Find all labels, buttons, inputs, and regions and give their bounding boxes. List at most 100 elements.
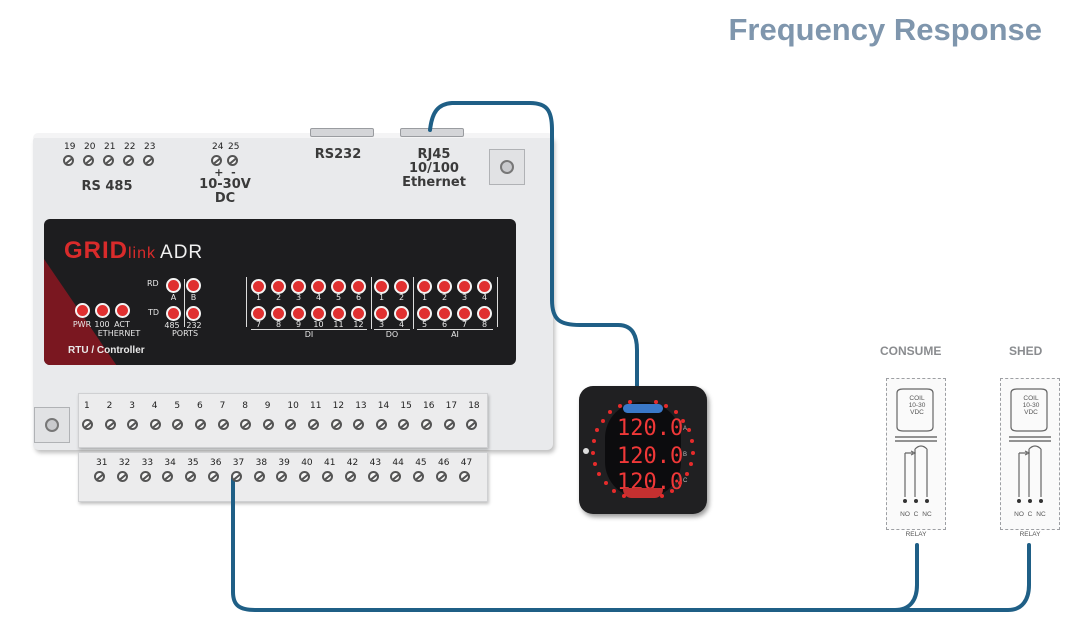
lower-terminal-number: 31 bbox=[96, 458, 108, 468]
lower-terminal-number: 47 bbox=[460, 458, 473, 468]
io-number-bottom: 5 bbox=[421, 320, 428, 329]
upper-terminal-screw bbox=[285, 419, 297, 430]
meter-indicator-led bbox=[689, 461, 694, 466]
upper-terminal-screw bbox=[330, 419, 342, 430]
io-bracket bbox=[246, 277, 247, 327]
meter-indicator-led bbox=[594, 428, 599, 433]
io-group-rule bbox=[251, 329, 367, 330]
lower-terminal-number: 41 bbox=[324, 458, 336, 468]
relay-control-cable bbox=[231, 476, 919, 612]
io-number-top: 2 bbox=[275, 293, 282, 302]
meter-indicator-led bbox=[673, 410, 678, 415]
status-led bbox=[95, 303, 110, 318]
io-number-top: 5 bbox=[335, 293, 342, 302]
status-led bbox=[166, 306, 181, 321]
upper-terminal-number: 17 bbox=[445, 401, 458, 411]
status-led bbox=[351, 279, 366, 294]
mounting-hole-right bbox=[489, 149, 525, 185]
io-number-top: 1 bbox=[378, 293, 385, 302]
upper-terminal-screw bbox=[262, 419, 274, 430]
io-number-top: 3 bbox=[295, 293, 302, 302]
status-led bbox=[186, 306, 201, 321]
lower-terminal-screw bbox=[162, 471, 174, 482]
status-led-label: 100 bbox=[94, 320, 110, 329]
io-group-label: DO bbox=[385, 330, 399, 339]
meter-indicator-led bbox=[597, 472, 602, 477]
port-label-port_a: A bbox=[170, 293, 177, 302]
status-led-label: PWR bbox=[72, 320, 92, 329]
upper-terminal-screw bbox=[149, 419, 161, 430]
status-led bbox=[271, 306, 286, 321]
status-led bbox=[477, 279, 492, 294]
power-label: 10-30V DC bbox=[199, 177, 251, 206]
upper-terminal-number: 13 bbox=[355, 401, 367, 411]
rs485-screw bbox=[83, 155, 94, 166]
status-led bbox=[75, 303, 90, 318]
status-led bbox=[115, 303, 130, 318]
lower-terminal-screw bbox=[230, 471, 242, 482]
lower-terminal-screw bbox=[208, 471, 219, 482]
relay-title: CONSUME bbox=[880, 344, 942, 358]
upper-terminal-number: 7 bbox=[219, 401, 226, 411]
upper-terminal-number: 6 bbox=[197, 401, 203, 411]
meter-indicator-led bbox=[664, 403, 669, 408]
io-number-bottom: 10 bbox=[313, 320, 324, 329]
io-number-top: 1 bbox=[255, 293, 262, 302]
meter-indicator-led bbox=[690, 450, 695, 455]
meter-indicator-led bbox=[684, 472, 689, 477]
io-divider bbox=[371, 277, 372, 329]
lower-terminal-screw bbox=[322, 471, 333, 482]
meter-indicator-led bbox=[591, 450, 596, 455]
controller-top-edge bbox=[33, 133, 553, 138]
status-led bbox=[394, 279, 409, 294]
upper-terminal-number: 2 bbox=[106, 401, 113, 411]
io-number-bottom: 6 bbox=[441, 320, 448, 329]
relay-contact-label: C bbox=[1027, 511, 1033, 518]
upper-terminal-screw bbox=[104, 419, 116, 430]
upper-terminal-screw bbox=[217, 419, 229, 430]
lower-terminal-screw bbox=[139, 471, 151, 482]
meter-indicator-led bbox=[690, 439, 695, 444]
ports-label: PORTS bbox=[171, 329, 199, 338]
relay-contact-label: NC bbox=[922, 511, 932, 518]
mounting-hole-left bbox=[34, 407, 70, 443]
relay-contact-label: NO bbox=[1014, 511, 1024, 518]
relay-schematic bbox=[1009, 388, 1051, 503]
meter-indicator-led bbox=[591, 439, 596, 444]
lower-terminal-number: 38 bbox=[255, 458, 268, 468]
power-polarity-label: + - bbox=[214, 166, 236, 179]
status-led bbox=[374, 306, 389, 321]
upper-terminal-number: 8 bbox=[242, 401, 248, 411]
io-group-rule bbox=[417, 329, 493, 330]
relay-contact-label: NO bbox=[900, 511, 910, 518]
io-number-bottom: 8 bbox=[275, 320, 282, 329]
upper-terminal-screw bbox=[398, 419, 410, 430]
rs485-terminal-number: 19 bbox=[64, 142, 76, 152]
status-led bbox=[311, 306, 326, 321]
io-number-top: 4 bbox=[315, 293, 322, 302]
port-label-port_b: B bbox=[190, 293, 197, 302]
status-led bbox=[394, 306, 409, 321]
io-number-bottom: 4 bbox=[398, 320, 405, 329]
io-number-bottom: 7 bbox=[255, 320, 262, 329]
shed-relay-cable bbox=[878, 543, 1031, 612]
lower-terminal-screw bbox=[253, 471, 265, 482]
upper-terminal-number: 9 bbox=[264, 401, 271, 411]
meter-reading-b: 120.0 bbox=[617, 444, 684, 469]
status-led bbox=[374, 279, 389, 294]
io-number-top: 3 bbox=[461, 293, 468, 302]
meter-indicator-led bbox=[617, 403, 622, 408]
lower-terminal-screw bbox=[344, 471, 356, 482]
status-led bbox=[457, 279, 472, 294]
meter-display: 120.0 120.0 120.0 bbox=[605, 402, 684, 498]
meter-phase-label: C bbox=[683, 478, 688, 484]
lower-terminal-screw bbox=[116, 471, 128, 482]
upper-terminal-number: 3 bbox=[129, 401, 135, 411]
lower-terminal-number: 35 bbox=[187, 458, 199, 468]
upper-terminal-screw bbox=[127, 419, 139, 430]
io-group-rule bbox=[374, 329, 410, 330]
status-led bbox=[477, 306, 492, 321]
